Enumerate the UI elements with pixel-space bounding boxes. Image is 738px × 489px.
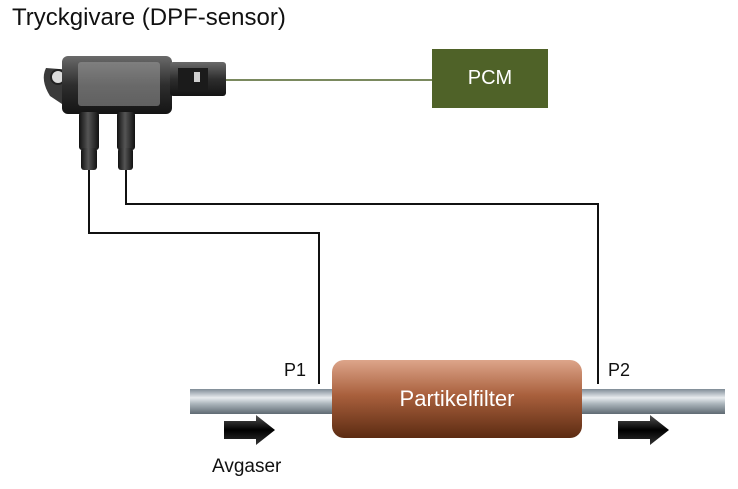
p1-hose [88,168,320,384]
particle-filter [332,360,582,438]
pcm-box: PCM [432,49,548,108]
exhaust-label: Avgaser [212,456,282,477]
port-p1-label: P1 [284,360,307,380]
p2-hose [125,168,599,384]
flow-arrow-icon [618,415,669,445]
flow-arrow-icon [224,415,275,445]
pressure-sensor-icon [43,56,226,170]
diagram-title: Tryckgivare (DPF-sensor) [12,4,286,31]
port-p2-label: P2 [608,360,631,380]
filter-label: Partikelfilter [399,386,515,411]
pcm-label: PCM [467,67,513,89]
